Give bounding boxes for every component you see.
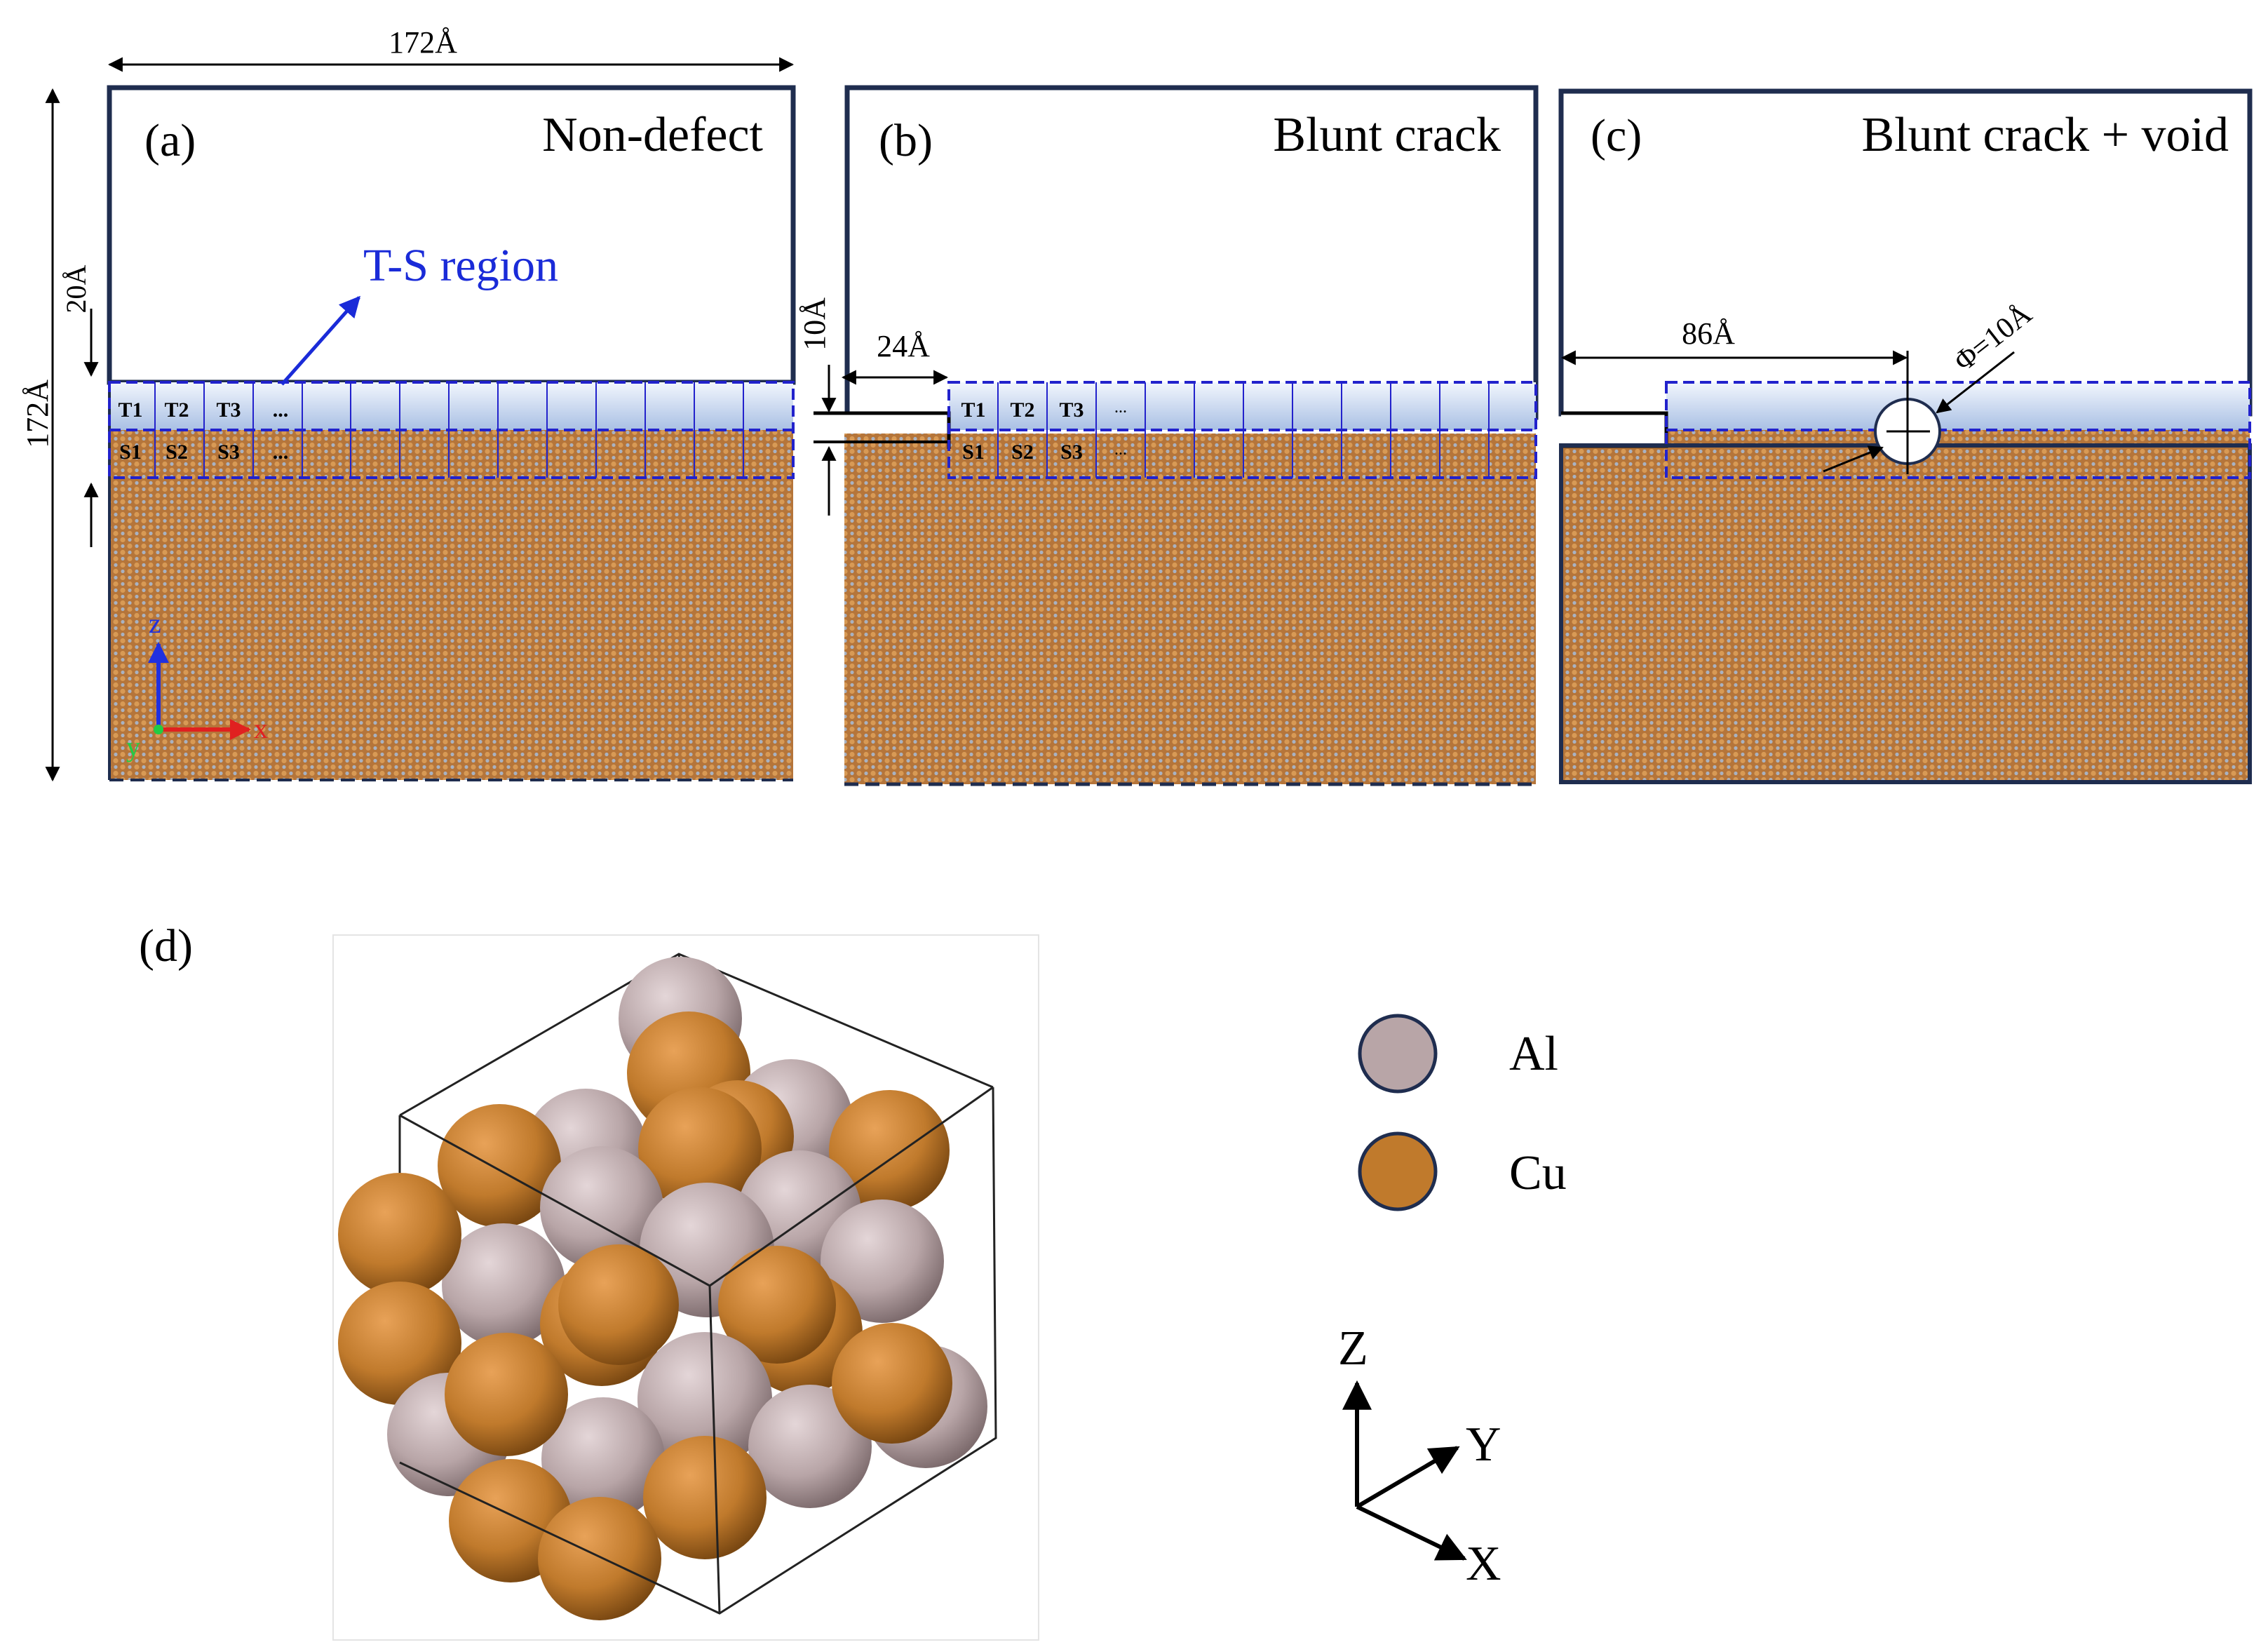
panel-c-label: (c) [1591,110,1642,161]
cell-t3: T3 [1059,398,1084,422]
panel-a-title: Non-defect [542,108,763,162]
cell-s1: S1 [962,441,985,464]
axis3d-y-arrow [1356,1446,1460,1509]
cu-atom [558,1244,679,1365]
dim-width-label: 172Å [389,25,457,60]
axis3d-x-arrow [1356,1505,1467,1561]
cell-s2: S2 [166,441,188,464]
panel-d-label: (d) [139,920,193,972]
substrate [109,382,793,780]
panel-b-label: (b) [879,115,933,166]
ts-region-label: T-S region [363,240,558,291]
vacuum-frame [844,85,1539,420]
al-atom [637,1332,772,1467]
substrate [1561,445,2250,782]
cell-t2: T2 [1010,398,1034,422]
panel-b: T1 T2 T3 ... S1 S2 S3 ... 10Å 24Å (b) Bl… [797,85,1539,786]
cu-atom [338,1282,461,1405]
cu-atom [638,1087,762,1211]
dim-crack-height-label: 10Å [797,297,832,351]
cell-t3: T3 [216,398,241,422]
panel-b-title: Blunt crack [1273,108,1501,162]
dim-crack-length-label: 24Å [877,329,930,363]
al-atom [540,1146,663,1270]
legend-cu-swatch [1358,1131,1438,1211]
panel-a-label: (a) [144,115,196,166]
ts-grid [108,381,795,479]
axis3d-z-label: Z [1338,1322,1368,1376]
al-atom [748,1385,872,1508]
legend-al-swatch [1358,1014,1438,1094]
unit-cell-front-edges [399,1086,997,1615]
panel-c: 86Å Φ=10Å (c) Blunt crack + void [1558,88,2253,784]
cu-atom [445,1333,568,1456]
cu-atom [338,1173,461,1296]
ts-grid [947,381,1537,479]
crack-gap [814,414,950,433]
substrate-upper [1666,430,2250,478]
dim-void-pos-label: 86Å [1682,316,1735,351]
cell-s-more: ... [273,441,289,464]
axis-z-label: z [149,607,161,639]
axis3d-y-label: Y [1466,1418,1501,1472]
ts-band [109,382,793,430]
atom-cluster [338,957,987,1620]
cell-t-more: ... [273,398,289,422]
void-diameter-leader-inner [1823,445,1884,473]
al-atom [821,1199,944,1323]
substrate [844,433,1536,784]
cell-s3: S3 [1060,441,1083,464]
axis3d-x-label: X [1466,1537,1501,1591]
cell-t1: T1 [961,398,985,422]
cu-atom [718,1246,836,1364]
cell-t2: T2 [164,398,189,422]
cu-atom [643,1436,767,1559]
panel-c-title: Blunt crack + void [1861,108,2229,162]
axis-x-label: x [254,713,268,744]
cu-atom [438,1104,561,1228]
crack-gap [1561,414,1666,445]
cu-atom [832,1323,952,1444]
cell-t-more: ... [1114,398,1127,417]
panel-a: 172Å 172Å 20Å T1 T2 T [20,25,796,782]
vacuum-frame [107,85,796,385]
void-diameter-leader-outer [1936,351,2015,414]
cell-s-more: ... [1114,441,1127,459]
cell-t1: T1 [118,398,142,422]
cell-s3: S3 [217,441,240,464]
cell-s2: S2 [1011,441,1034,464]
axis-y-label: y [126,731,140,762]
ts-region-outline [1665,381,2251,479]
panel-d: (d) [139,920,1039,1641]
ts-band [949,382,1536,430]
ts-band [1666,382,2250,430]
al-atom [541,1397,665,1521]
cell-s1: S1 [119,441,142,464]
al-atom [442,1223,565,1347]
ts-region-pointer [281,295,360,386]
cu-atom [538,1497,661,1620]
legend-al-label: Al [1509,1027,1558,1081]
axes-3d: Z Y X [1338,1322,1501,1591]
axis-y-dot [154,725,163,734]
legend: Al Cu [1358,1014,1567,1211]
axis-triad-a: z x y [126,607,268,762]
dim-height-label: 172Å [20,379,55,448]
legend-cu-label: Cu [1509,1146,1567,1200]
dim-ts-label: 20Å [60,264,92,313]
